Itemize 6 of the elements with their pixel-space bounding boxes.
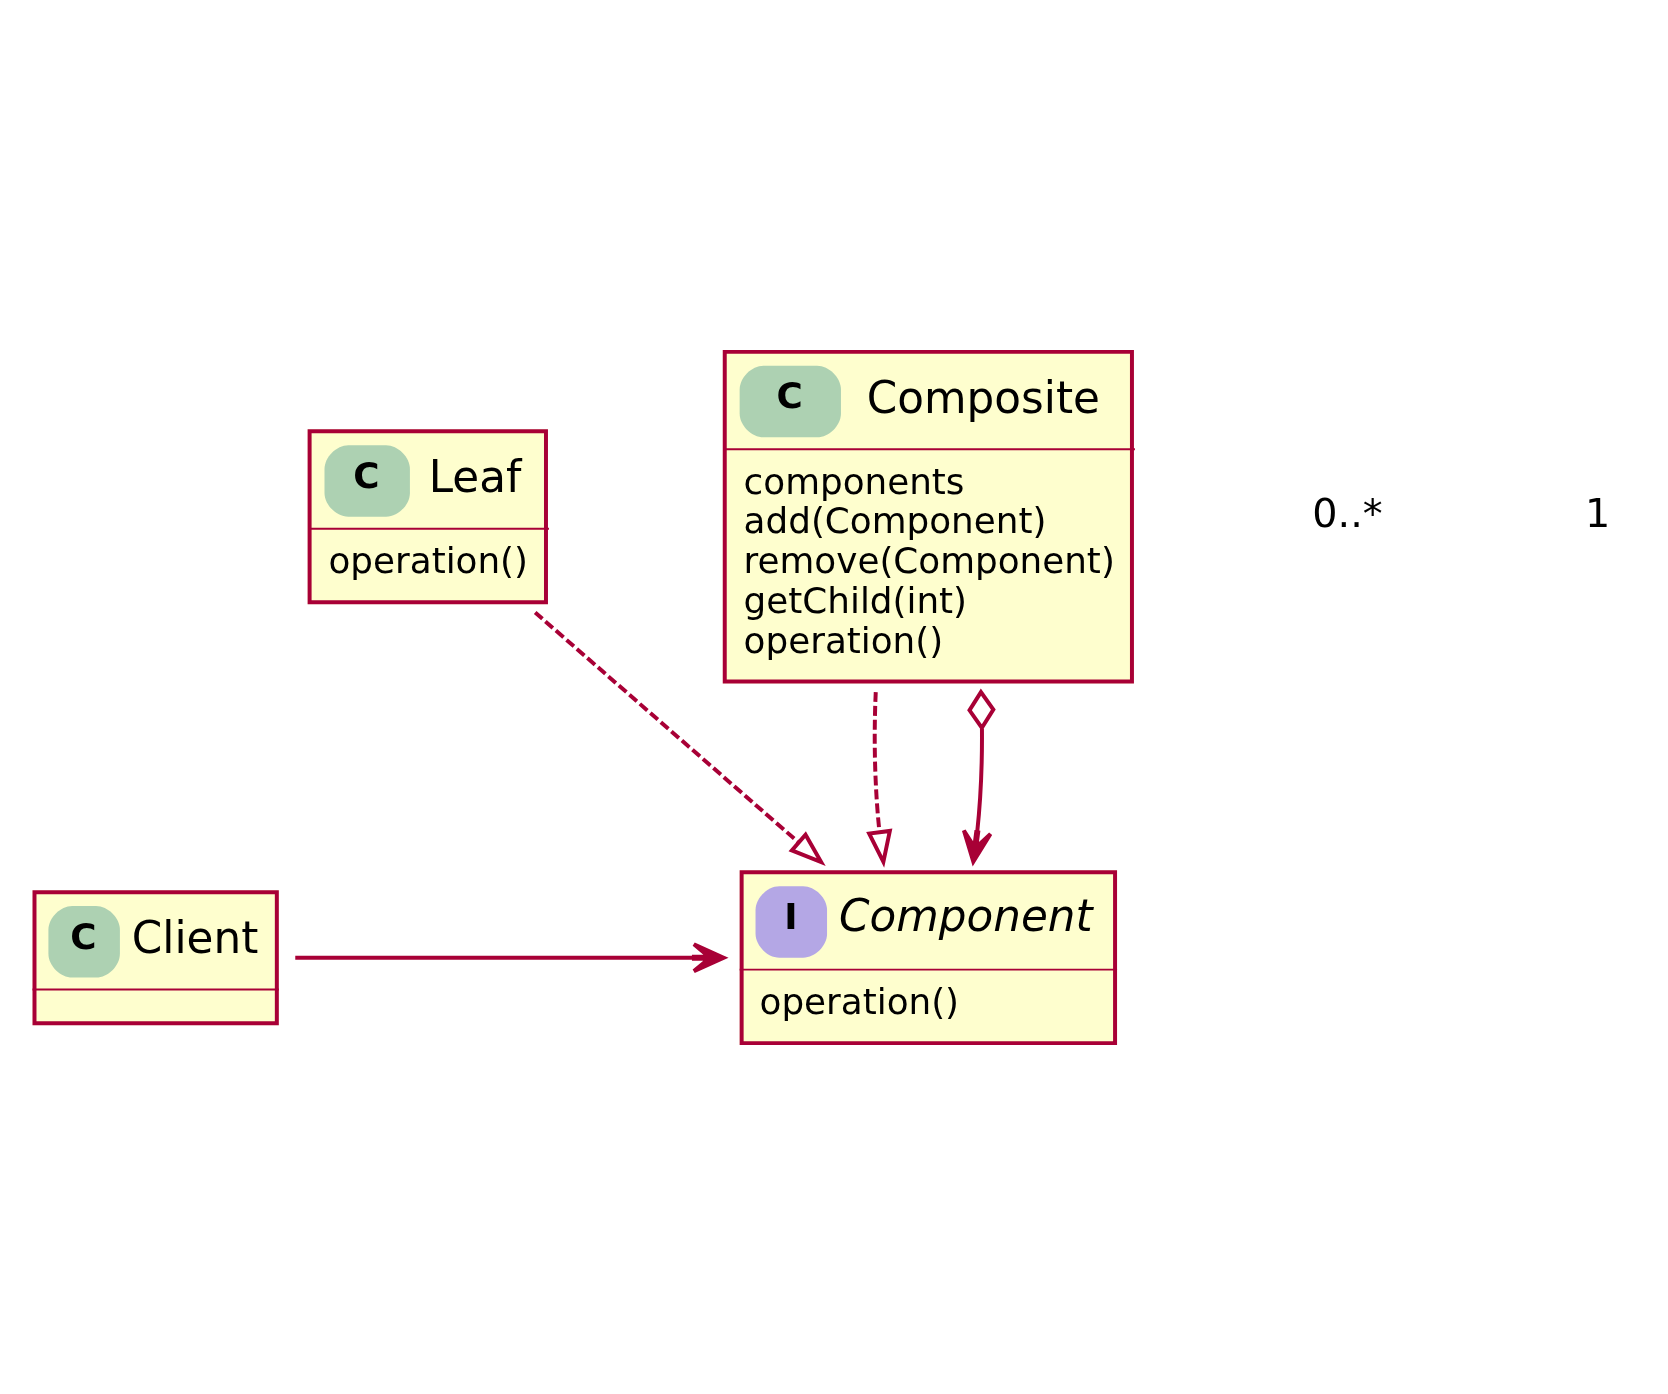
arrow	[533, 610, 826, 866]
label: 1	[1585, 489, 1611, 536]
arrow	[866, 691, 893, 868]
arrow	[295, 941, 726, 973]
label: 0..*	[1312, 489, 1383, 536]
arrow	[961, 688, 996, 864]
